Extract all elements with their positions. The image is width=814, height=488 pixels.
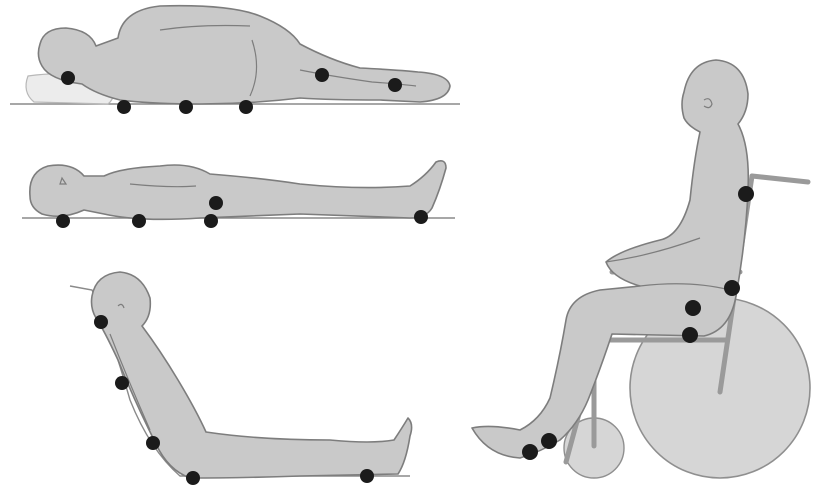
pressure-point-head xyxy=(56,214,70,228)
pressure-point-lower-back xyxy=(146,436,160,450)
pressure-point-heel xyxy=(414,210,428,224)
pressure-point-ankle xyxy=(541,433,557,449)
panel-side-lying xyxy=(10,6,460,114)
pressure-point-sacrum xyxy=(186,471,200,485)
pressure-point-heel xyxy=(522,444,538,460)
figure-supine xyxy=(30,161,446,219)
panel-supine xyxy=(22,161,455,228)
figure-side-lying xyxy=(38,6,450,104)
pressure-point-shoulder-blade xyxy=(132,214,146,228)
pressure-point-elbow xyxy=(209,196,223,210)
pressure-point-spine xyxy=(115,376,129,390)
pressure-point-shoulder xyxy=(117,100,131,114)
pressure-point-occiput xyxy=(94,315,108,329)
pressure-point-ankle xyxy=(388,78,402,92)
pressure-point-heel xyxy=(360,469,374,483)
pressure-point-hip xyxy=(239,100,253,114)
figure-long-sitting xyxy=(92,272,412,478)
panel-long-sitting xyxy=(70,272,412,485)
pressure-point-sacrum xyxy=(724,280,740,296)
pressure-point-sacrum xyxy=(204,214,218,228)
panel-wheelchair xyxy=(472,60,810,478)
pressure-point-thigh xyxy=(682,327,698,343)
pressure-point-ear xyxy=(61,71,75,85)
pressure-point-shoulder-blade xyxy=(738,186,754,202)
pressure-point-knee xyxy=(315,68,329,82)
wheelchair-push-handle xyxy=(752,176,808,182)
pressure-point-ischium xyxy=(685,300,701,316)
pressure-point-ribs xyxy=(179,100,193,114)
